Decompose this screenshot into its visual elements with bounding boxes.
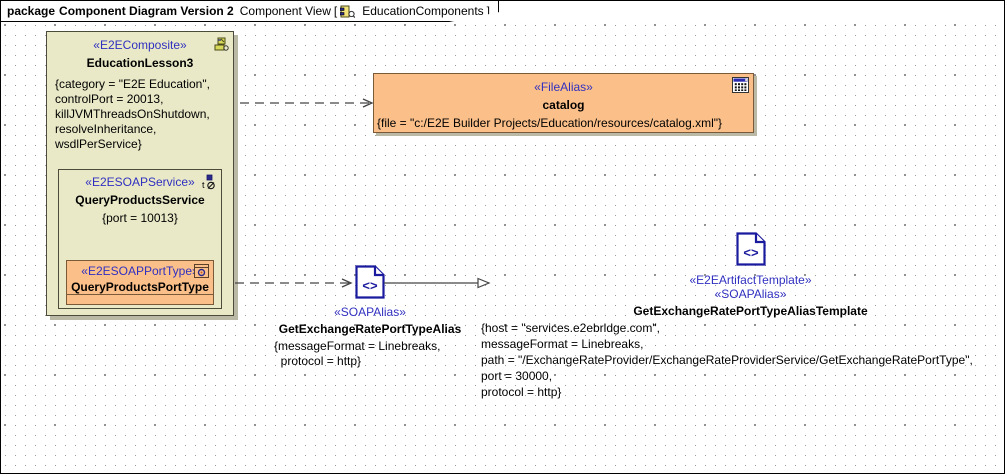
catalog-stereotype: «FileAlias» bbox=[534, 80, 593, 94]
soap-service-name: QueryProductsService bbox=[75, 193, 205, 207]
port-type-icon bbox=[194, 264, 209, 278]
component-diagram-icon bbox=[339, 5, 356, 19]
bracket-open: [ bbox=[333, 4, 338, 18]
catalog-name: catalog bbox=[542, 98, 585, 112]
file-alias-icon bbox=[732, 77, 749, 93]
artifact-get-exchange-rate-port-type-alias[interactable]: <> «SOAPAlias» GetExchangeRatePortTypeAl… bbox=[265, 265, 475, 369]
package-header-tab[interactable]: package Component Diagram Version 2 Comp… bbox=[0, 0, 500, 22]
composite-icon bbox=[212, 36, 229, 52]
template-name: GetExchangeRatePortTypeAliasTemplate bbox=[633, 304, 868, 318]
component-query-products-port-type[interactable]: «E2ESOAPPortType» QueryProductsPortType bbox=[66, 260, 214, 305]
bracket-close: ] bbox=[486, 4, 491, 18]
svg-text:<>: <> bbox=[743, 245, 759, 260]
port-type-divider bbox=[67, 294, 213, 295]
view-label: Component View bbox=[239, 4, 331, 18]
template-icon-wrap: <> bbox=[608, 232, 893, 271]
soap-service-properties: {port = 10013} bbox=[102, 211, 178, 225]
composite-properties: {category = "E2E Education", controlPort… bbox=[55, 77, 210, 151]
port-type-stereotype: «E2ESOAPPortType» bbox=[81, 264, 199, 278]
soap-alias-stereotype: «SOAPAlias» bbox=[334, 305, 406, 319]
svg-text:<>: <> bbox=[362, 278, 378, 293]
artifact-code-icon[interactable]: <> bbox=[355, 265, 385, 304]
diagram-name: EducationComponents bbox=[362, 4, 484, 18]
catalog-properties: {file = "c:/E2E Builder Projects/Educati… bbox=[377, 116, 723, 130]
template-stereotype-1: «E2EArtifactTemplate» bbox=[689, 273, 812, 287]
soap-service-stereotype: «E2ESOAPService» bbox=[85, 175, 195, 189]
artifact-get-exchange-rate-port-type-alias-template[interactable]: <> «E2EArtifactTemplate» «SOAPAlias» Get… bbox=[608, 232, 893, 319]
composite-name: EducationLesson3 bbox=[86, 56, 194, 70]
package-keyword: package bbox=[7, 4, 56, 18]
template-properties: {host = "services.e2ebridge.com", messag… bbox=[481, 321, 973, 399]
soap-alias-name: GetExchangeRatePortTypeAlias bbox=[278, 322, 462, 336]
soap-alias-icon-wrap: <> bbox=[265, 265, 475, 304]
package-name: Component Diagram Version 2 bbox=[59, 4, 234, 18]
template-stereotype-2: «SOAPAlias» bbox=[714, 287, 787, 301]
soap-service-icon: t bbox=[200, 174, 217, 190]
soap-alias-properties: {messageFormat = Linebreaks, protocol = … bbox=[274, 339, 441, 368]
port-type-name: QueryProductsPortType bbox=[71, 280, 209, 294]
composite-stereotype: «E2EComposite» bbox=[93, 38, 187, 52]
component-catalog-file-alias[interactable]: «FileAlias» catalog {file = "c:/E2E Buil… bbox=[373, 73, 754, 133]
artifact-code-icon[interactable]: <> bbox=[735, 232, 766, 271]
